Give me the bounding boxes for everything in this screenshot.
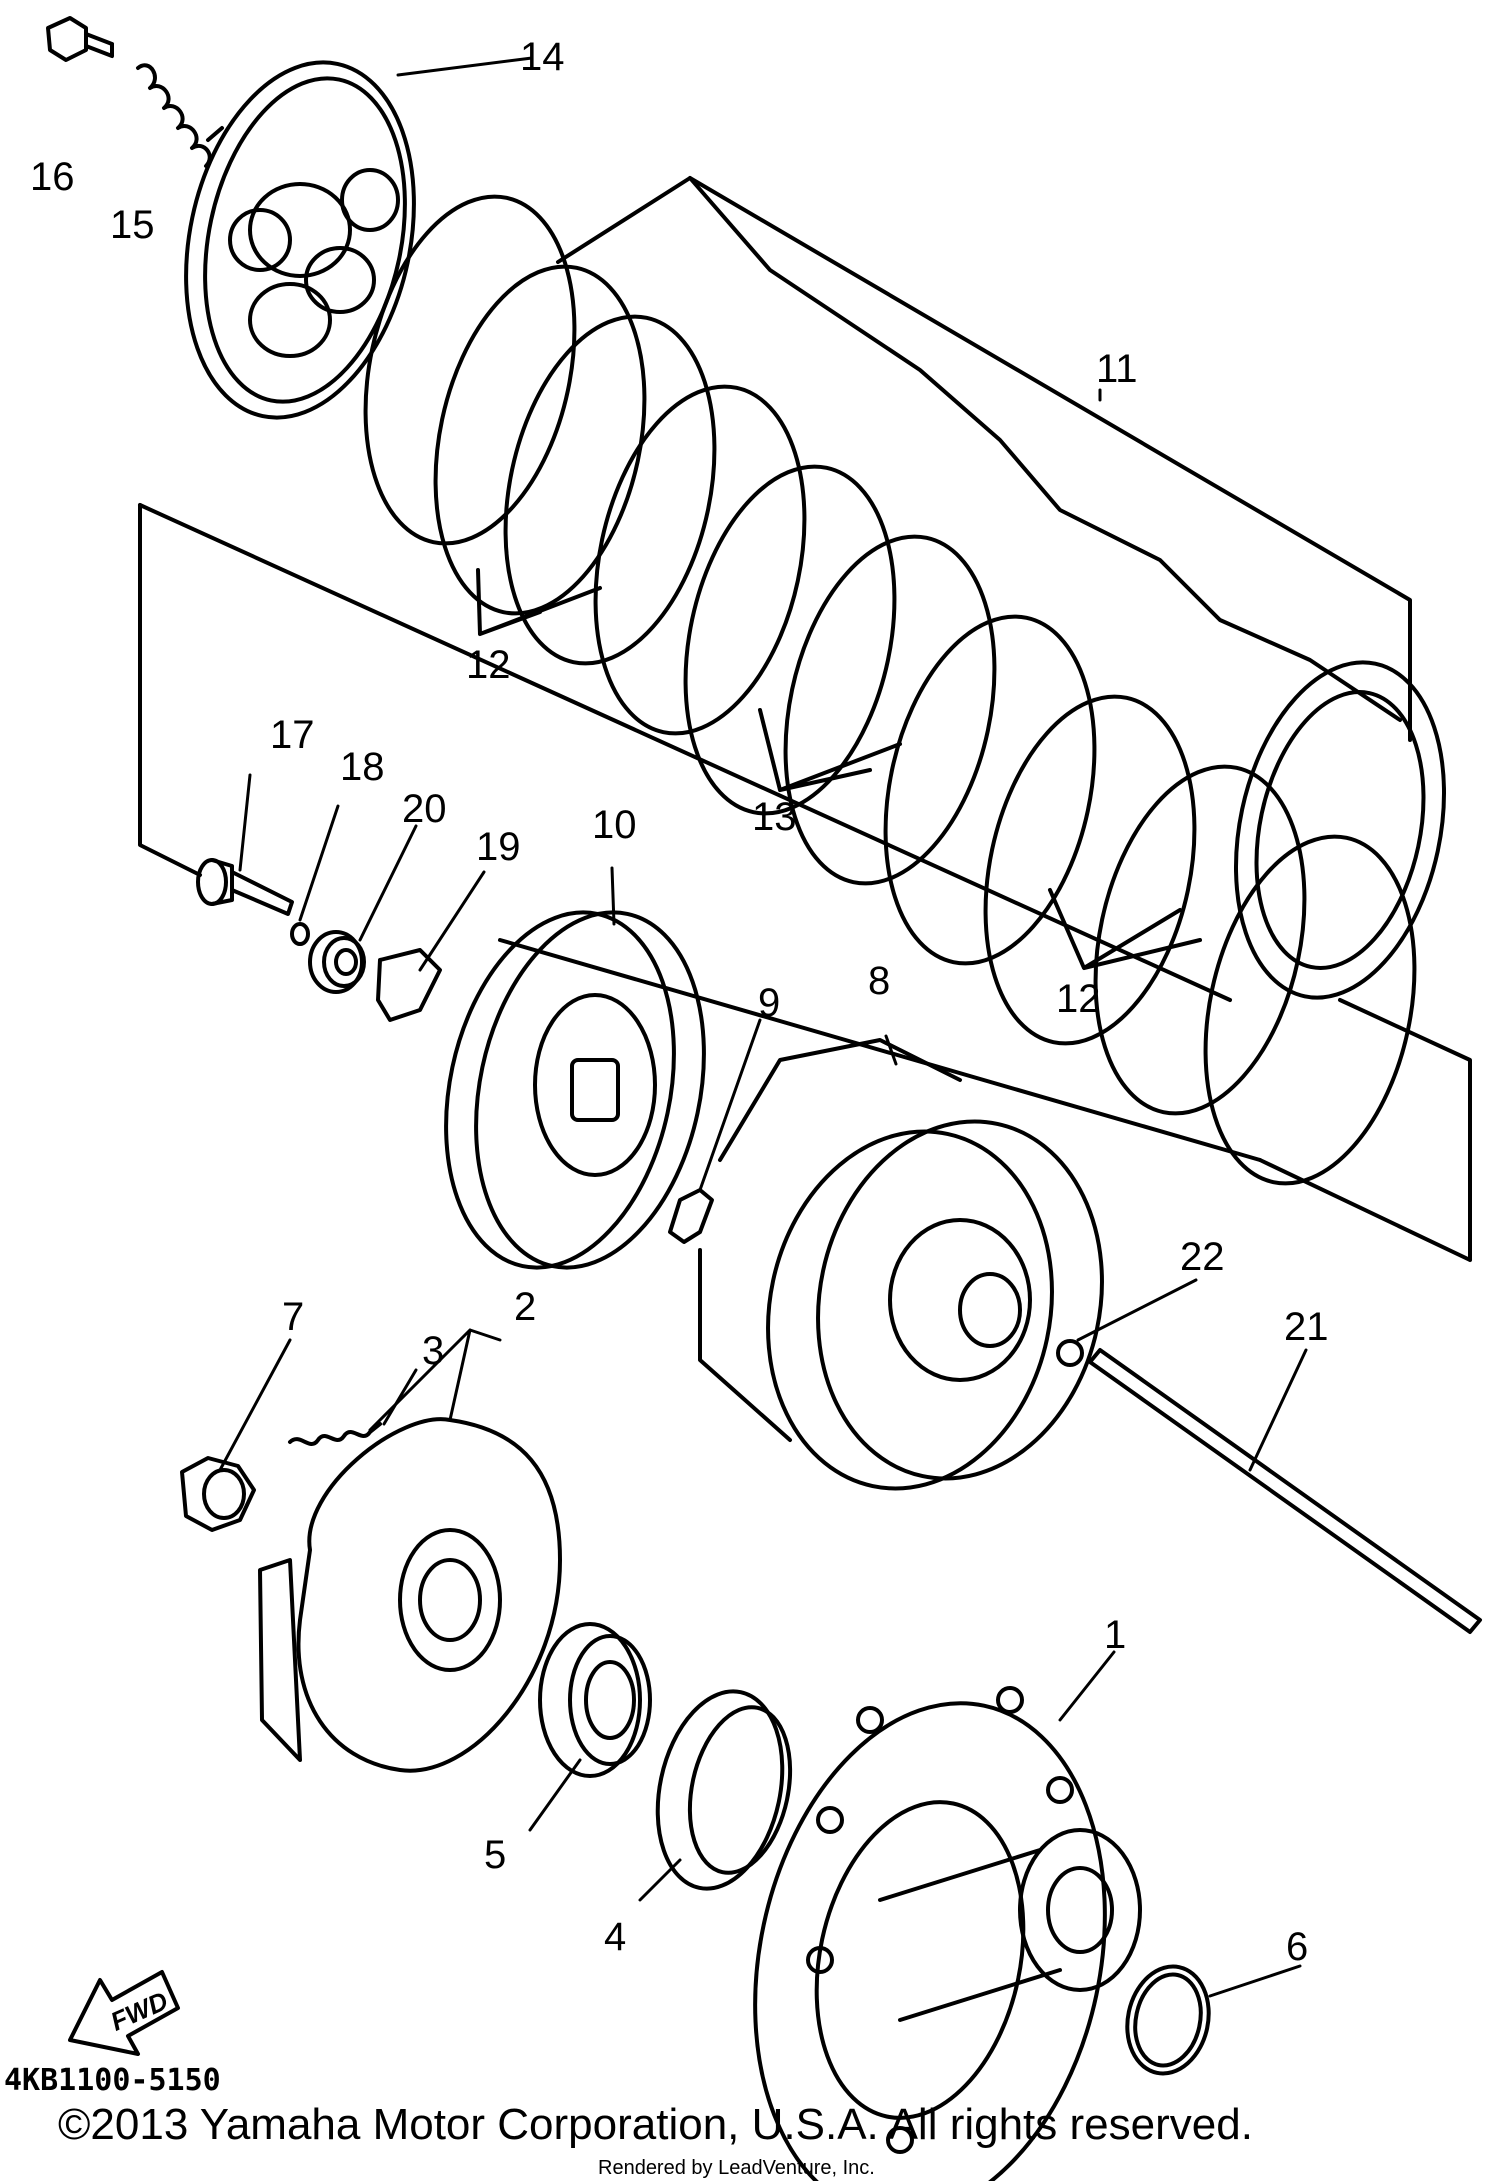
- callout-9: 9: [758, 981, 780, 1025]
- callout-19: 19: [476, 825, 521, 869]
- spring-15: [136, 63, 224, 168]
- ball-22: [1056, 1339, 1084, 1367]
- spring-3: [288, 1422, 382, 1446]
- one-way-clutch-4: [655, 1689, 793, 1891]
- callout-7: 7: [282, 1295, 304, 1339]
- callout-18: 18: [340, 745, 385, 789]
- nut-7: [180, 1456, 256, 1532]
- clutch-plate-stack-11: [363, 176, 1447, 1186]
- push-rod-21: [1088, 1348, 1482, 1634]
- callout-12-top: 12: [466, 643, 511, 687]
- fwd-arrow-icon: [68, 1970, 180, 2056]
- callout-16: 16: [30, 155, 75, 199]
- washer-20: [308, 930, 366, 994]
- clutch-carrier-2: [258, 1417, 562, 1773]
- alignment-line-2: [138, 503, 1472, 1262]
- circlip-9: [668, 1188, 714, 1244]
- alignment-line: [138, 503, 202, 877]
- bearing-5: [538, 1622, 652, 1778]
- callout-21: 21: [1284, 1305, 1329, 1349]
- bracket-12-top: [476, 568, 602, 636]
- callout-5: 5: [484, 1833, 506, 1877]
- bolt-17: [196, 858, 294, 916]
- o-ring-6: [1125, 1964, 1211, 2076]
- copyright-notice: ©2013 Yamaha Motor Corporation, U.S.A. A…: [58, 2100, 1253, 2149]
- callout-12-bottom: 12: [1056, 977, 1101, 1021]
- callout-2: 2: [514, 1285, 536, 1329]
- callout-15: 15: [110, 203, 155, 247]
- bolt-16: [46, 16, 114, 62]
- callout-6: 6: [1286, 1925, 1308, 1969]
- primary-drive-1: [753, 1686, 1142, 2181]
- callout-11: 11: [1096, 347, 1138, 391]
- callout-10: 10: [592, 803, 637, 847]
- pressure-plate-14: [184, 60, 416, 420]
- callout-13: 13: [752, 795, 797, 839]
- clutch-boss-10: [444, 910, 706, 1270]
- leader-lines: [218, 56, 1308, 1998]
- bracket-13: [758, 708, 902, 792]
- o-ring-18: [290, 922, 310, 946]
- bracket-12-bottom: [1048, 888, 1202, 970]
- clutch-housing-8: [698, 1038, 1104, 1491]
- rendered-by-notice: Rendered by LeadVenture, Inc.: [598, 2157, 875, 2179]
- callout-8: 8: [868, 959, 890, 1003]
- lock-washer-19: [376, 948, 442, 1022]
- callout-20: 20: [402, 787, 447, 831]
- part-code: 4KB1100-5150: [4, 2063, 221, 2098]
- callout-17: 17: [270, 713, 315, 757]
- callout-4: 4: [604, 1915, 626, 1959]
- callout-3: 3: [422, 1329, 444, 1373]
- callout-1: 1: [1104, 1613, 1126, 1657]
- callout-14: 14: [520, 35, 565, 79]
- callout-22: 22: [1180, 1235, 1225, 1279]
- alignment-line-3: [498, 938, 1262, 1162]
